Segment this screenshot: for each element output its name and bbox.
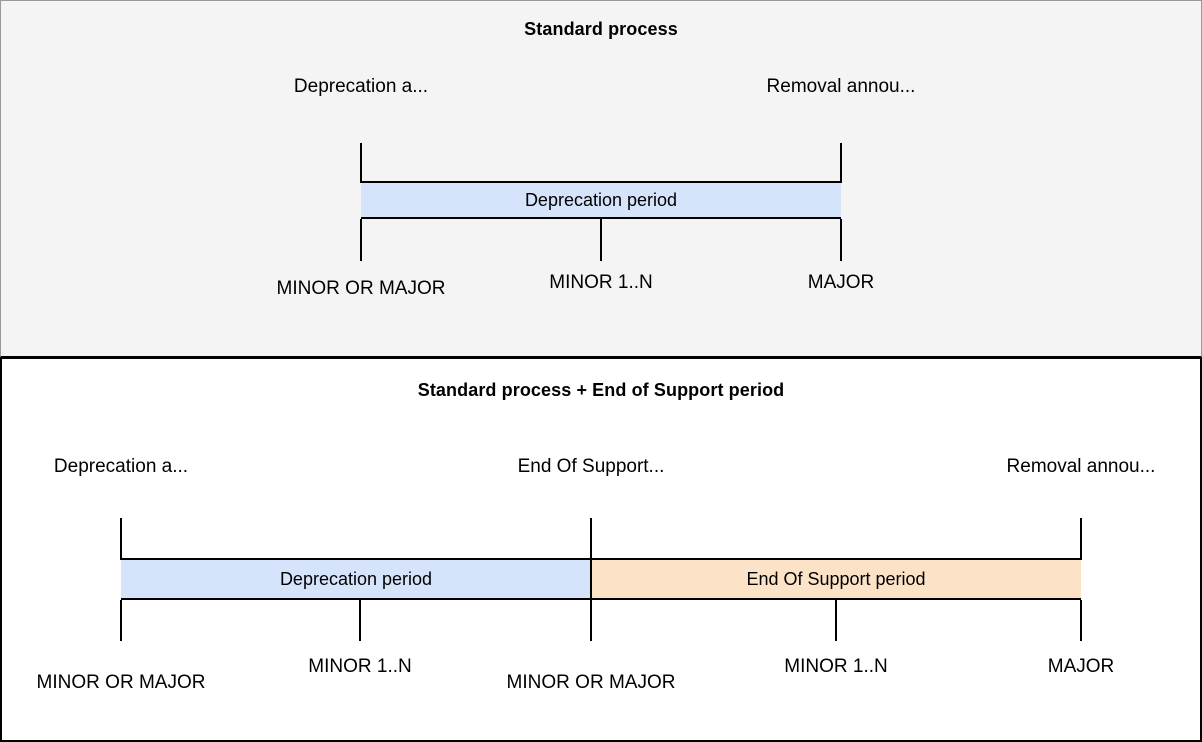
tick-lower-minor-or-major-1-bottom xyxy=(120,600,122,641)
version-label-minor-or-major-1-bottom: MINOR OR MAJOR xyxy=(36,672,206,693)
milestone-label-end-of-support-bottom: End Of Support... xyxy=(517,456,665,477)
tick-lower-minor-or-major-2-bottom xyxy=(590,600,592,641)
version-label-minor-or-major-2-bottom: MINOR OR MAJOR xyxy=(506,672,676,693)
tick-lower-minor-or-major-top xyxy=(360,219,362,261)
version-label-major-bottom: MAJOR xyxy=(1047,656,1115,677)
period-bar-end-of-support-bottom: End Of Support period xyxy=(591,558,1081,600)
milestone-label-removal-announced-bottom: Removal annou... xyxy=(1006,456,1156,477)
tick-lower-major-bottom xyxy=(1080,600,1082,641)
tick-upper-removal-top xyxy=(840,143,842,183)
version-label-minor-or-major-top: MINOR OR MAJOR xyxy=(276,278,446,299)
milestone-label-removal-announced-top: Removal annou... xyxy=(766,76,916,97)
tick-upper-deprecation-start-bottom xyxy=(120,518,122,560)
tick-divider-end-of-support-bottom xyxy=(590,558,592,600)
tick-lower-major-top xyxy=(840,219,842,261)
tick-upper-removal-bottom xyxy=(1080,518,1082,560)
milestone-label-deprecation-announced-bottom: Deprecation a... xyxy=(53,456,189,477)
version-label-minor-1n-1-bottom: MINOR 1..N xyxy=(308,656,412,677)
period-bar-label-deprecation-top: Deprecation period xyxy=(524,189,678,210)
period-bar-deprecation-top: Deprecation period xyxy=(361,181,841,219)
milestone-label-deprecation-announced-top: Deprecation a... xyxy=(293,76,429,97)
version-label-major-top: MAJOR xyxy=(807,272,875,293)
tick-lower-minor-1n-1-bottom xyxy=(359,600,361,641)
period-bar-label-deprecation-bottom: Deprecation period xyxy=(279,568,433,589)
panel-standard-process: Standard process xyxy=(0,0,1202,358)
tick-lower-minor-1n-top xyxy=(600,219,602,261)
panel-standard-process-plus-eos: Standard process + End of Support period xyxy=(0,357,1202,742)
tick-upper-deprecation-start-top xyxy=(360,143,362,183)
version-label-minor-1n-top: MINOR 1..N xyxy=(549,272,653,293)
period-bar-deprecation-bottom: Deprecation period xyxy=(121,558,591,600)
tick-lower-minor-1n-2-bottom xyxy=(835,600,837,641)
version-label-minor-1n-2-bottom: MINOR 1..N xyxy=(784,656,888,677)
panel-title-standard-process: Standard process xyxy=(524,19,678,39)
period-bar-label-end-of-support-bottom: End Of Support period xyxy=(746,568,926,589)
panel-title-standard-process-plus-eos: Standard process + End of Support period xyxy=(417,380,785,400)
tick-upper-end-of-support-bottom xyxy=(590,518,592,560)
